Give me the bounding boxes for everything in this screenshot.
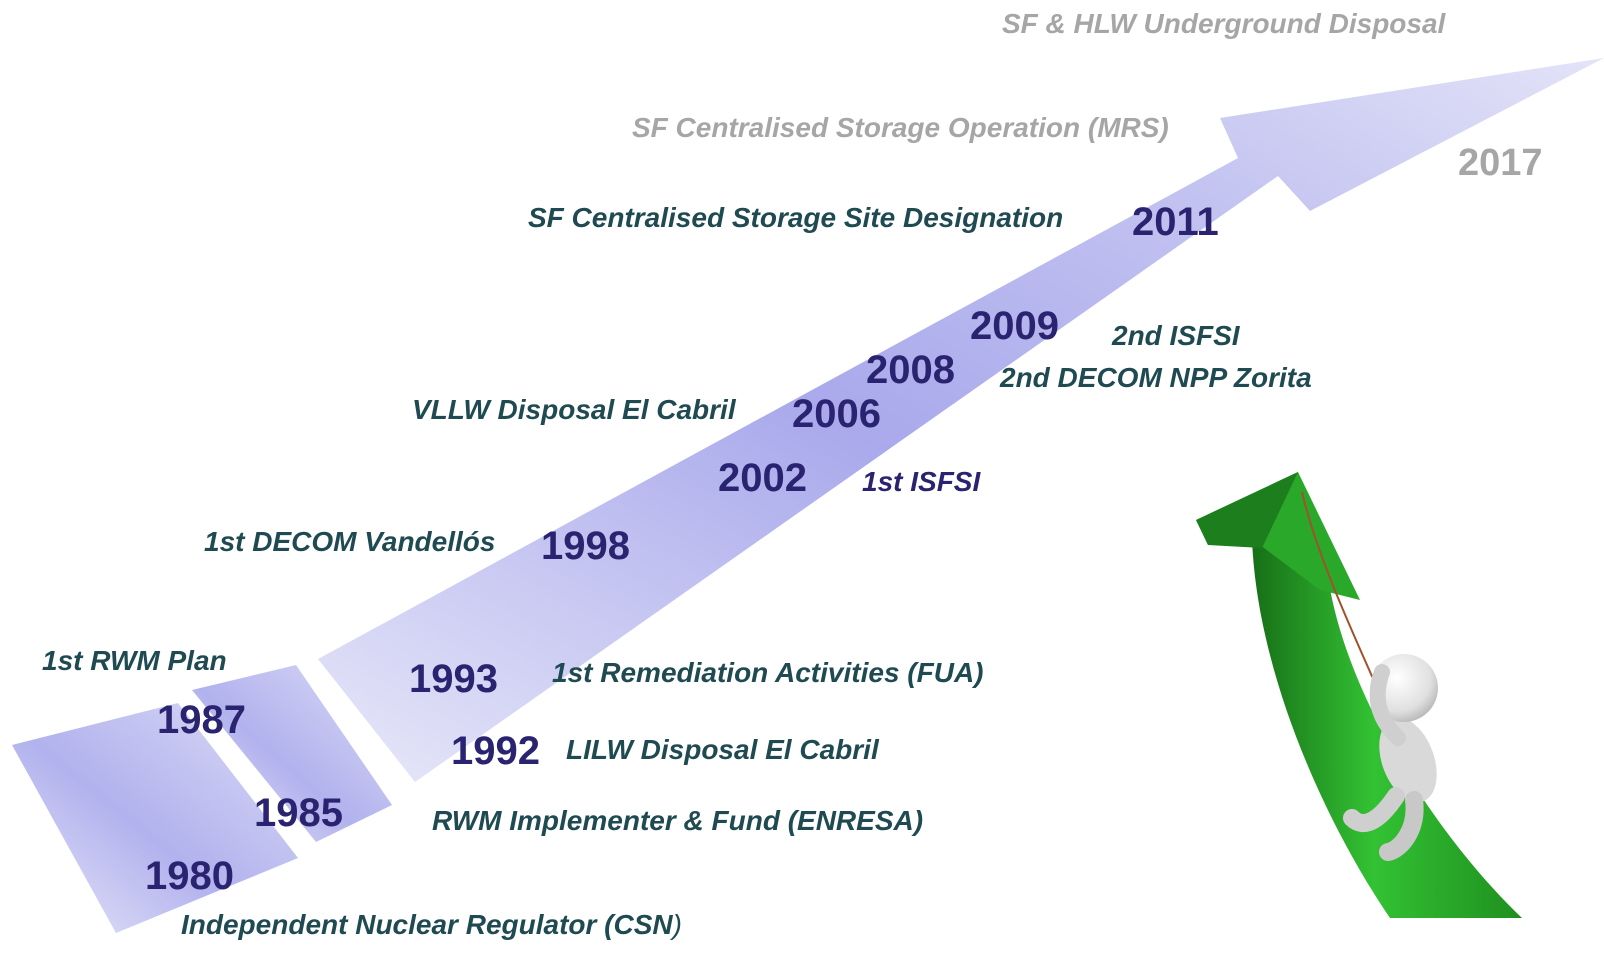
arrow-segment-2 bbox=[192, 665, 392, 842]
arrow-segment-3 bbox=[318, 58, 1604, 782]
year-2008: 2008 bbox=[866, 348, 955, 392]
event-label-2011: SF Centralised Storage Site Designation bbox=[528, 202, 1064, 233]
event-label-2002: 1st ISFSI bbox=[862, 466, 981, 497]
figure-leg-left bbox=[1343, 787, 1405, 832]
event-label-1998: 1st DECOM Vandellós bbox=[204, 526, 496, 557]
year-2011: 2011 bbox=[1132, 200, 1219, 244]
goal-centralised-storage-operation: SF Centralised Storage Operation (MRS) bbox=[632, 112, 1169, 143]
event-label-1993: 1st Remediation Activities (FUA) bbox=[552, 657, 984, 688]
event-label-2006: VLLW Disposal El Cabril bbox=[412, 394, 736, 425]
year-2017: 2017 bbox=[1458, 142, 1543, 184]
event-label-1980: Independent Nuclear Regulator (CSN) bbox=[181, 911, 682, 939]
green-arrow-head-shade bbox=[1196, 472, 1298, 548]
event-label-1980-tail: ) bbox=[672, 909, 682, 940]
year-1998: 1998 bbox=[541, 524, 630, 568]
year-1980: 1980 bbox=[145, 854, 234, 898]
year-2006: 2006 bbox=[792, 392, 881, 436]
event-label-2009: 2nd ISFSI bbox=[1112, 320, 1240, 351]
year-1992: 1992 bbox=[451, 729, 540, 773]
year-2009: 2009 bbox=[970, 304, 1059, 348]
event-label-2008: 2nd DECOM NPP Zorita bbox=[1000, 362, 1312, 393]
event-label-1985: RWM Implementer & Fund (ENRESA) bbox=[432, 805, 924, 836]
event-label-1980-text: Independent Nuclear Regulator (CSN bbox=[181, 909, 673, 940]
year-1987: 1987 bbox=[157, 698, 246, 742]
figure-leg-right bbox=[1379, 791, 1424, 861]
figure-arm bbox=[1369, 664, 1406, 746]
event-label-1987: 1st RWM Plan bbox=[42, 645, 227, 676]
year-2002: 2002 bbox=[718, 456, 807, 500]
goal-underground-disposal: SF & HLW Underground Disposal bbox=[1002, 8, 1446, 39]
arrow-segment-1 bbox=[12, 703, 298, 933]
green-arrow-shaft bbox=[1252, 540, 1522, 918]
year-1985: 1985 bbox=[254, 791, 343, 835]
event-label-1992: LILW Disposal El Cabril bbox=[566, 734, 879, 765]
year-1993: 1993 bbox=[409, 657, 498, 701]
